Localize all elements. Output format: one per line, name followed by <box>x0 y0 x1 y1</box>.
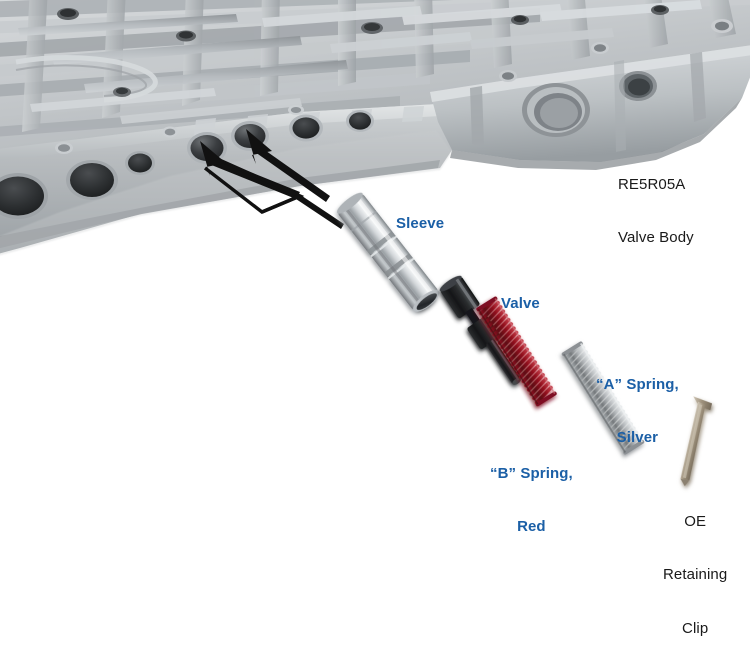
exploded-view-graphic <box>0 0 750 487</box>
label-spring-a-line2: Silver <box>616 429 659 447</box>
label-retaining-clip-line2: Retaining <box>663 566 728 584</box>
label-spring-b: “B” Spring, Red <box>490 430 573 554</box>
valve-body-casting <box>0 0 750 256</box>
label-retaining-clip: OE Retaining Clip <box>663 478 727 655</box>
label-valve-body: RE5R05A Valve Body <box>618 141 694 265</box>
label-spring-a-line1: “A” Spring, <box>596 376 679 394</box>
label-retaining-clip-line3: Clip <box>682 619 709 637</box>
label-retaining-clip-line1: OE <box>684 513 707 531</box>
sleeve-part <box>336 192 440 312</box>
spring-b-red <box>476 296 557 407</box>
label-valve: Valve <box>501 295 540 312</box>
valve-part <box>439 275 522 385</box>
label-spring-b-line1: “B” Spring, <box>490 465 573 483</box>
spring-a-silver <box>561 341 645 455</box>
label-spring-b-line2: Red <box>517 518 546 536</box>
label-sleeve: Sleeve <box>396 215 445 232</box>
oe-retaining-clip-part <box>680 396 713 487</box>
illustration-canvas <box>0 0 750 487</box>
label-spring-a: “A” Spring, Silver <box>596 341 679 465</box>
label-valve-body-line2: Valve Body <box>618 229 694 247</box>
double-arrow-callout <box>200 129 344 229</box>
label-valve-body-line1: RE5R05A <box>618 176 686 194</box>
